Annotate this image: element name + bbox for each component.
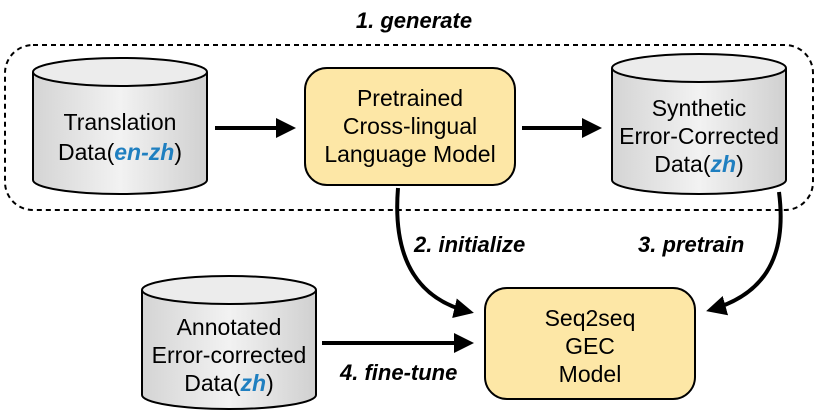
translation-data-line2: Data(en-zh) <box>58 139 182 165</box>
seq2seq-gec-box: Seq2seq GEC Model <box>484 287 696 400</box>
step-generate-label: 1. generate <box>356 8 472 33</box>
generate-group-border <box>4 44 814 211</box>
xlm-line2: Cross-lingual <box>343 113 477 139</box>
translation-data-cylinder: Translation Data(en-zh) <box>32 57 208 195</box>
xlm-line1: Pretrained <box>357 85 463 111</box>
pretrained-xlm-box: Pretrained Cross-lingual Language Model <box>304 67 516 186</box>
gec-line1: Seq2seq <box>545 305 636 331</box>
annotated-data-cylinder: Annotated Error-corrected Data(zh) <box>141 275 317 410</box>
gec-line3: Model <box>559 361 622 387</box>
translation-data-lang: en-zh <box>114 139 174 165</box>
gec-line2: GEC <box>565 333 615 359</box>
step-pretrain-label: 3. pretrain <box>638 232 744 257</box>
xlm-line3: Language Model <box>324 141 495 167</box>
annotated-data-line3: Data(zh) <box>184 370 273 396</box>
annotated-data-lang: zh <box>240 370 267 396</box>
step-finetune-label: 4. fine-tune <box>339 360 457 385</box>
annotated-data-line2: Error-corrected <box>152 342 307 368</box>
synthetic-data-line3: Data(zh) <box>654 151 743 177</box>
arrow-pretrain <box>706 191 783 316</box>
synthetic-data-line2: Error-Corrected <box>619 123 779 149</box>
annotated-data-line1: Annotated <box>177 314 282 340</box>
synthetic-data-line1: Synthetic <box>652 95 747 121</box>
step-initialize-label: 2. initialize <box>413 232 525 257</box>
arrow-initialize <box>395 187 474 318</box>
synthetic-data-cylinder: Synthetic Error-Corrected Data(zh) <box>611 53 787 195</box>
synthetic-data-lang: zh <box>710 151 737 177</box>
translation-data-line1: Translation <box>64 109 177 135</box>
